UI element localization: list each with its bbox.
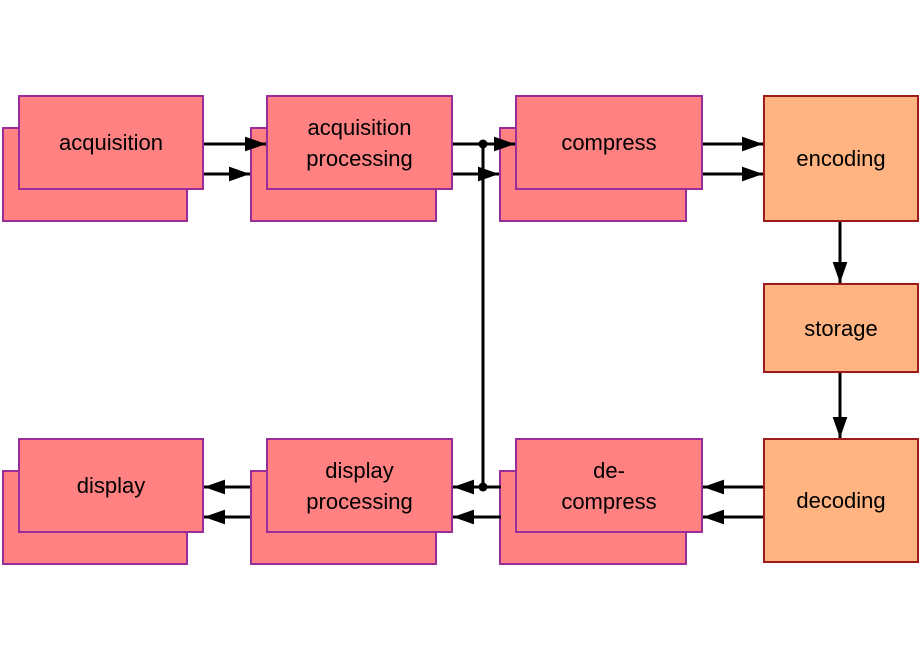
acquisition-label: acquisition: [59, 130, 163, 155]
acquisition-processing-front-box: acquisition processing: [266, 95, 453, 190]
acquisition-front-box: acquisition: [18, 95, 204, 190]
node-encoding: encoding: [763, 95, 919, 222]
node-acquisition: acquisition: [2, 95, 204, 222]
acquisition-processing-label: acquisition processing: [306, 114, 413, 171]
compress-label: compress: [561, 130, 657, 155]
edge-decoding-to-de-compress: [703, 479, 763, 525]
display-label: display: [76, 473, 146, 498]
junction-dot-top: [478, 139, 488, 149]
edge-acquisition-to-acquisition-processing: [204, 136, 266, 182]
node-acquisition-processing: acquisition processing: [250, 95, 453, 222]
de-compress-front-box: de- compress: [515, 438, 703, 533]
display-front-box: display: [18, 438, 204, 533]
node-compress: compress: [499, 95, 703, 222]
encoding-label: encoding: [796, 146, 886, 171]
node-storage: storage: [763, 283, 919, 373]
storage-label: storage: [804, 315, 878, 341]
de-compress-label: de- compress: [561, 457, 657, 514]
node-decoding: decoding: [763, 438, 919, 563]
node-de-compress: de- compress: [499, 438, 703, 565]
decoding-label: decoding: [796, 488, 886, 513]
edge-bypass-connector: [478, 139, 488, 492]
edge-display-processing-to-display: [204, 479, 250, 525]
compress-front-box: compress: [515, 95, 703, 190]
node-display-processing: display processing: [250, 438, 453, 565]
display-processing-front-box: display processing: [266, 438, 453, 533]
edge-de-compress-to-display-processing: [453, 479, 501, 525]
display-processing-label: display processing: [306, 457, 413, 514]
edge-compress-to-encoding: [703, 136, 763, 182]
junction-dot-bottom: [478, 482, 488, 492]
node-display: display: [2, 438, 204, 565]
